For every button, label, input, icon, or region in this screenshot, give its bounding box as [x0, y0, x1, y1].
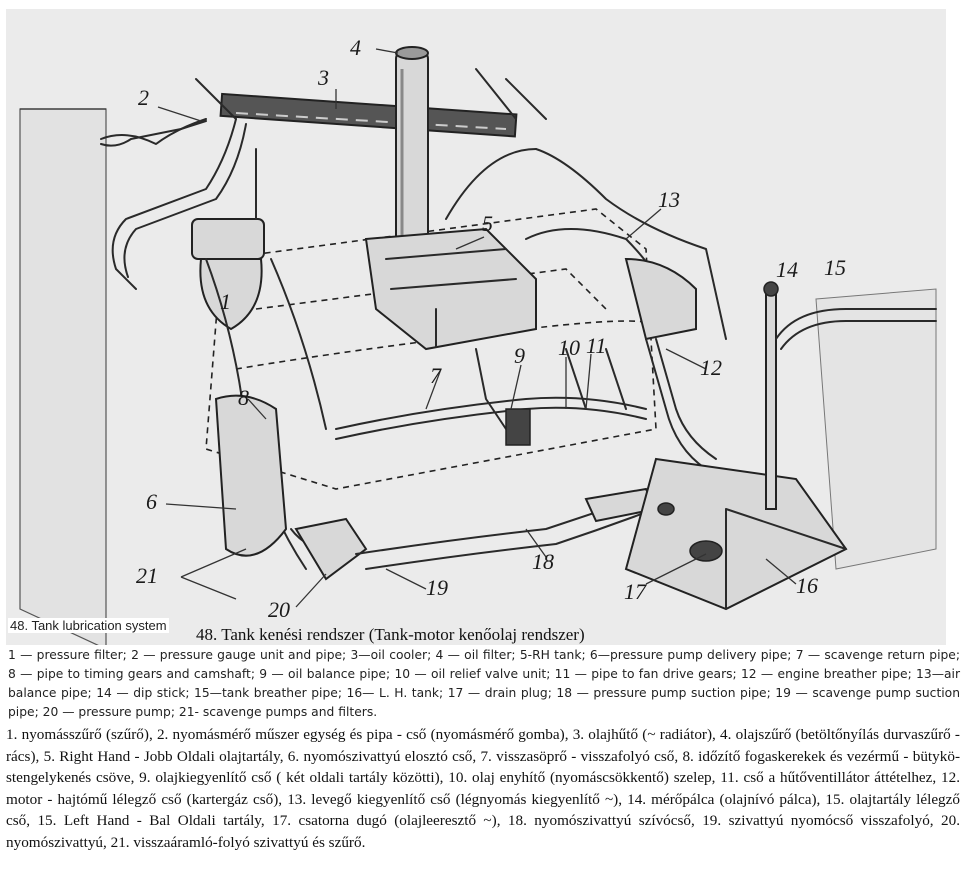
label-9: 9 — [514, 343, 525, 368]
engine-outline — [205, 208, 657, 490]
label-17: 17 — [624, 579, 647, 604]
legend-english: 1 — pressure filter; 2 — pressure gauge … — [8, 648, 960, 719]
oil-cooler — [195, 68, 547, 138]
leader-lines — [157, 48, 797, 608]
label-15: 15 — [824, 255, 846, 280]
label-7: 7 — [430, 363, 442, 388]
label-12: 12 — [700, 355, 722, 380]
label-2: 2 — [138, 85, 149, 110]
label-13: 13 — [658, 187, 680, 212]
oil-filter-column — [395, 46, 429, 250]
drain-plug-icon — [689, 540, 723, 562]
label-4: 4 — [350, 35, 361, 60]
part-labels: 1 2 3 4 5 6 7 8 9 10 11 12 13 14 15 16 1… — [136, 35, 846, 622]
scavenge-pumps — [214, 394, 368, 581]
label-19: 19 — [426, 575, 448, 600]
figure-caption-small: 48. Tank lubrication system — [8, 618, 169, 633]
label-11: 11 — [586, 333, 606, 358]
label-8: 8 — [238, 385, 249, 410]
label-16: 16 — [796, 573, 818, 598]
label-10: 10 — [558, 335, 580, 360]
right-panel — [815, 288, 937, 570]
rh-tank — [364, 227, 537, 351]
figure-caption-main: 48. Tank kenési rendszer (Tank-motor ken… — [196, 625, 585, 644]
label-21: 21 — [136, 563, 158, 588]
lh-tank — [624, 457, 848, 611]
label-5: 5 — [482, 211, 493, 236]
center-pipes — [335, 348, 647, 446]
label-14: 14 — [776, 257, 798, 282]
legend-hungarian: 1. nyomásszűrő (szűrő), 2. nyomásmérő mű… — [6, 726, 960, 851]
left-panel — [19, 108, 107, 645]
label-20: 20 — [268, 597, 290, 622]
label-6: 6 — [146, 489, 157, 514]
lubrication-diagram: 1 2 3 4 5 6 7 8 9 10 11 12 13 14 15 16 1… — [6, 9, 946, 645]
label-18: 18 — [532, 549, 554, 574]
label-3: 3 — [317, 65, 329, 90]
pressure-filter — [191, 218, 265, 331]
suction-pipes — [355, 487, 677, 570]
dip-stick — [763, 281, 937, 510]
gauge-pipe — [100, 120, 207, 147]
diagram-drawing: 1 2 3 4 5 6 7 8 9 10 11 12 13 14 15 16 1… — [19, 35, 937, 645]
label-1: 1 — [220, 289, 231, 314]
